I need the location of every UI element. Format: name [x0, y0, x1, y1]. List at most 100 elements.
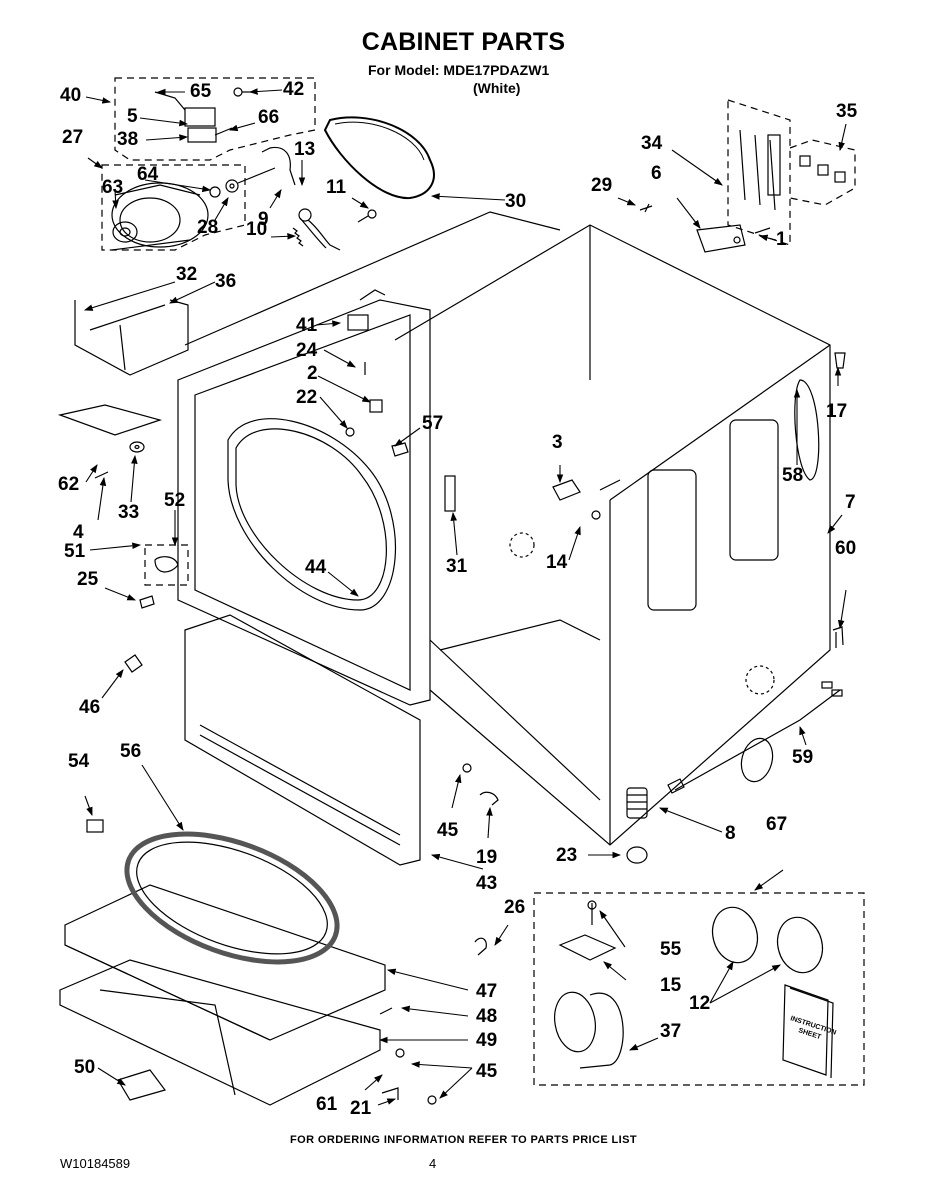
callout-7[interactable]: 7 — [845, 492, 856, 513]
vent-plate — [558, 934, 617, 961]
callout-38[interactable]: 38 — [117, 129, 139, 150]
callout-27[interactable]: 27 — [62, 127, 84, 148]
callout-36[interactable]: 36 — [215, 271, 237, 292]
callout-37[interactable]: 37 — [660, 1021, 682, 1042]
base-assembly — [59, 884, 386, 1106]
callout-21[interactable]: 21 — [350, 1098, 372, 1119]
callout-31[interactable]: 31 — [446, 556, 468, 577]
thermistor-parts — [739, 129, 846, 211]
callout-41[interactable]: 41 — [296, 315, 318, 336]
callout-59[interactable]: 59 — [792, 747, 814, 768]
callout-54[interactable]: 54 — [68, 751, 90, 772]
callout-56[interactable]: 56 — [120, 741, 142, 762]
callout-48[interactable]: 48 — [476, 1006, 498, 1027]
callout-22[interactable]: 22 — [296, 387, 318, 408]
callout-55[interactable]: 55 — [660, 939, 682, 960]
lower-panel — [184, 614, 421, 866]
callout-24[interactable]: 24 — [296, 340, 318, 361]
callout-65[interactable]: 65 — [190, 81, 212, 102]
callout-44[interactable]: 44 — [305, 557, 327, 578]
blower-seal — [124, 831, 340, 965]
callout-14[interactable]: 14 — [546, 552, 568, 573]
vent-cap-2 — [776, 916, 824, 974]
thermal-fuse-parts — [345, 289, 386, 437]
callout-49[interactable]: 49 — [476, 1030, 498, 1051]
callout-1[interactable]: 1 — [776, 229, 787, 250]
screw-11 — [357, 209, 377, 223]
callout-60[interactable]: 60 — [835, 538, 857, 559]
callout-67[interactable]: 67 — [766, 814, 788, 835]
callout-15[interactable]: 15 — [660, 975, 682, 996]
clip-54 — [86, 819, 104, 833]
callout-33[interactable]: 33 — [118, 502, 140, 523]
callout-40[interactable]: 40 — [60, 85, 82, 106]
pad-57 — [391, 442, 409, 457]
instruction-sheet: INSTRUCTION SHEET — [782, 984, 837, 1079]
callout-19[interactable]: 19 — [476, 847, 498, 868]
callout-52[interactable]: 52 — [164, 490, 186, 511]
bracket-21 — [381, 1087, 399, 1100]
callout-4[interactable]: 4 — [73, 522, 84, 543]
page-number: 4 — [429, 1156, 437, 1171]
callout-34[interactable]: 34 — [641, 133, 663, 154]
callout-12[interactable]: 12 — [689, 993, 711, 1014]
idler-parts — [209, 167, 276, 198]
dryer-cabinet — [394, 224, 831, 846]
callout-17[interactable]: 17 — [826, 401, 848, 422]
callout-11[interactable]: 11 — [326, 177, 347, 198]
callout-58[interactable]: 58 — [782, 465, 804, 486]
callout-30[interactable]: 30 — [505, 191, 527, 212]
callout-43[interactable]: 43 — [476, 873, 498, 894]
callout-62[interactable]: 62 — [58, 474, 80, 495]
callout-28[interactable]: 28 — [197, 217, 219, 238]
idler-arm — [298, 208, 341, 251]
callout-42[interactable]: 42 — [283, 79, 305, 100]
callout-57[interactable]: 57 — [422, 413, 444, 434]
power-cord — [667, 681, 843, 794]
motor-mount — [74, 299, 189, 376]
callout-2[interactable]: 2 — [307, 363, 318, 384]
screw-48 — [379, 1007, 393, 1015]
callout-29[interactable]: 29 — [591, 175, 613, 196]
callout-35[interactable]: 35 — [836, 101, 858, 122]
callout-23[interactable]: 23 — [556, 845, 578, 866]
callout-8[interactable]: 8 — [725, 823, 736, 844]
callout-10[interactable]: 10 — [246, 219, 268, 240]
callout-66[interactable]: 66 — [258, 107, 280, 128]
group-box-51 — [144, 544, 189, 586]
leader-arrows — [83, 88, 847, 1106]
callout-61[interactable]: 61 — [316, 1094, 338, 1115]
callout-25[interactable]: 25 — [77, 569, 99, 590]
callout-63[interactable]: 63 — [102, 177, 124, 198]
callout-45-lower[interactable]: 45 — [476, 1061, 498, 1082]
callout-5[interactable]: 5 — [127, 106, 138, 127]
clip-46 — [124, 654, 143, 673]
top-panel — [184, 211, 561, 346]
callout-45-upper[interactable]: 45 — [437, 820, 459, 841]
callout-50[interactable]: 50 — [74, 1057, 96, 1078]
group-box-40 — [114, 77, 316, 161]
callout-13[interactable]: 13 — [294, 139, 316, 160]
clip-26 — [474, 937, 487, 956]
callout-6[interactable]: 6 — [651, 163, 662, 184]
clip-19 — [479, 791, 499, 806]
callout-9[interactable]: 9 — [258, 209, 269, 230]
callout-51[interactable]: 51 — [64, 541, 86, 562]
model-color: (White) — [473, 80, 521, 96]
callout-64[interactable]: 64 — [137, 164, 159, 185]
callout-26[interactable]: 26 — [504, 897, 526, 918]
foot-pad — [117, 1069, 167, 1101]
group-box-34-35 — [727, 99, 856, 246]
group-box-27 — [101, 164, 246, 251]
spring-10 — [292, 227, 304, 247]
vent-cap-1 — [711, 906, 759, 964]
callout-46[interactable]: 46 — [79, 697, 101, 718]
callout-32[interactable]: 32 — [176, 264, 198, 285]
screw-4 — [94, 471, 109, 479]
bracket-9 — [261, 146, 296, 186]
callout-3[interactable]: 3 — [552, 432, 563, 453]
screw-1 — [754, 227, 771, 234]
callout-47[interactable]: 47 — [476, 981, 498, 1002]
elbow-duct — [554, 991, 596, 1053]
